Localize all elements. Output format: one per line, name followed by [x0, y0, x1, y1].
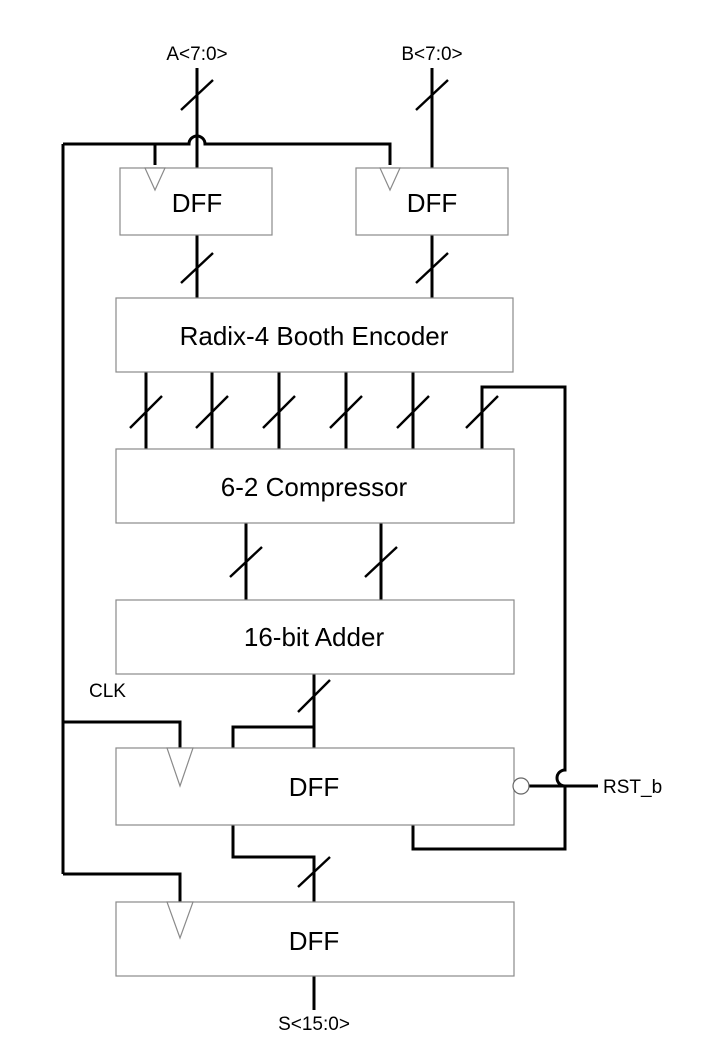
dff-b-label: DFF: [407, 188, 458, 218]
clock-label: CLK: [89, 681, 126, 702]
dff-output-block: DFF: [115, 901, 515, 977]
clock-triangle-icon: [379, 167, 401, 192]
bus-slash-feedback: [465, 395, 499, 429]
adder-label: 16-bit Adder: [244, 622, 385, 652]
bus-slash-dff-b: [415, 252, 449, 284]
booth-encoder-label: Radix-4 Booth Encoder: [180, 321, 449, 351]
bus-slash-booth-5: [396, 395, 430, 429]
dff-b-block: DFF: [355, 167, 509, 236]
output-s-label: S<15:0>: [278, 1014, 350, 1035]
bus-slash-dff-a: [180, 252, 214, 284]
adder-block: 16-bit Adder: [115, 599, 515, 675]
clock-triangle-icon: [166, 901, 194, 940]
bus-slash-comp-1: [229, 546, 263, 578]
dff-accumulator-block: DFF: [115, 747, 530, 826]
booth-encoder-block: Radix-4 Booth Encoder: [115, 297, 514, 373]
input-b-label: B<7:0>: [401, 44, 462, 65]
dff-accumulator-label: DFF: [289, 772, 340, 802]
bus-slash-a: [180, 79, 214, 111]
bus-slash-booth-3: [262, 395, 296, 429]
compressor-block: 6-2 Compressor: [115, 448, 515, 524]
dff-output-label: DFF: [289, 926, 340, 956]
wire-clock-dff-out: [63, 872, 182, 902]
bus-slash-dff-out: [297, 856, 331, 888]
bus-slash-comp-2: [364, 546, 398, 578]
compressor-label: 6-2 Compressor: [221, 472, 408, 502]
bus-slash-booth-1: [129, 395, 163, 429]
dff-a-label: DFF: [172, 188, 223, 218]
reset-inversion-bubble-icon: [512, 777, 530, 795]
input-a-label: A<7:0>: [166, 44, 227, 65]
wire-clock-network: [63, 134, 392, 165]
clock-triangle-icon: [166, 747, 194, 788]
reset-label: RST_b: [603, 777, 662, 798]
bus-slash-booth-2: [195, 395, 229, 429]
bus-slash-adder: [297, 679, 331, 713]
dff-a-block: DFF: [119, 167, 273, 236]
bus-slash-booth-4: [329, 395, 363, 429]
clock-triangle-icon: [144, 167, 166, 192]
bus-width-slashes: [129, 79, 499, 888]
wire-clock-dff-acc: [63, 720, 182, 748]
bus-slash-b: [415, 79, 449, 111]
